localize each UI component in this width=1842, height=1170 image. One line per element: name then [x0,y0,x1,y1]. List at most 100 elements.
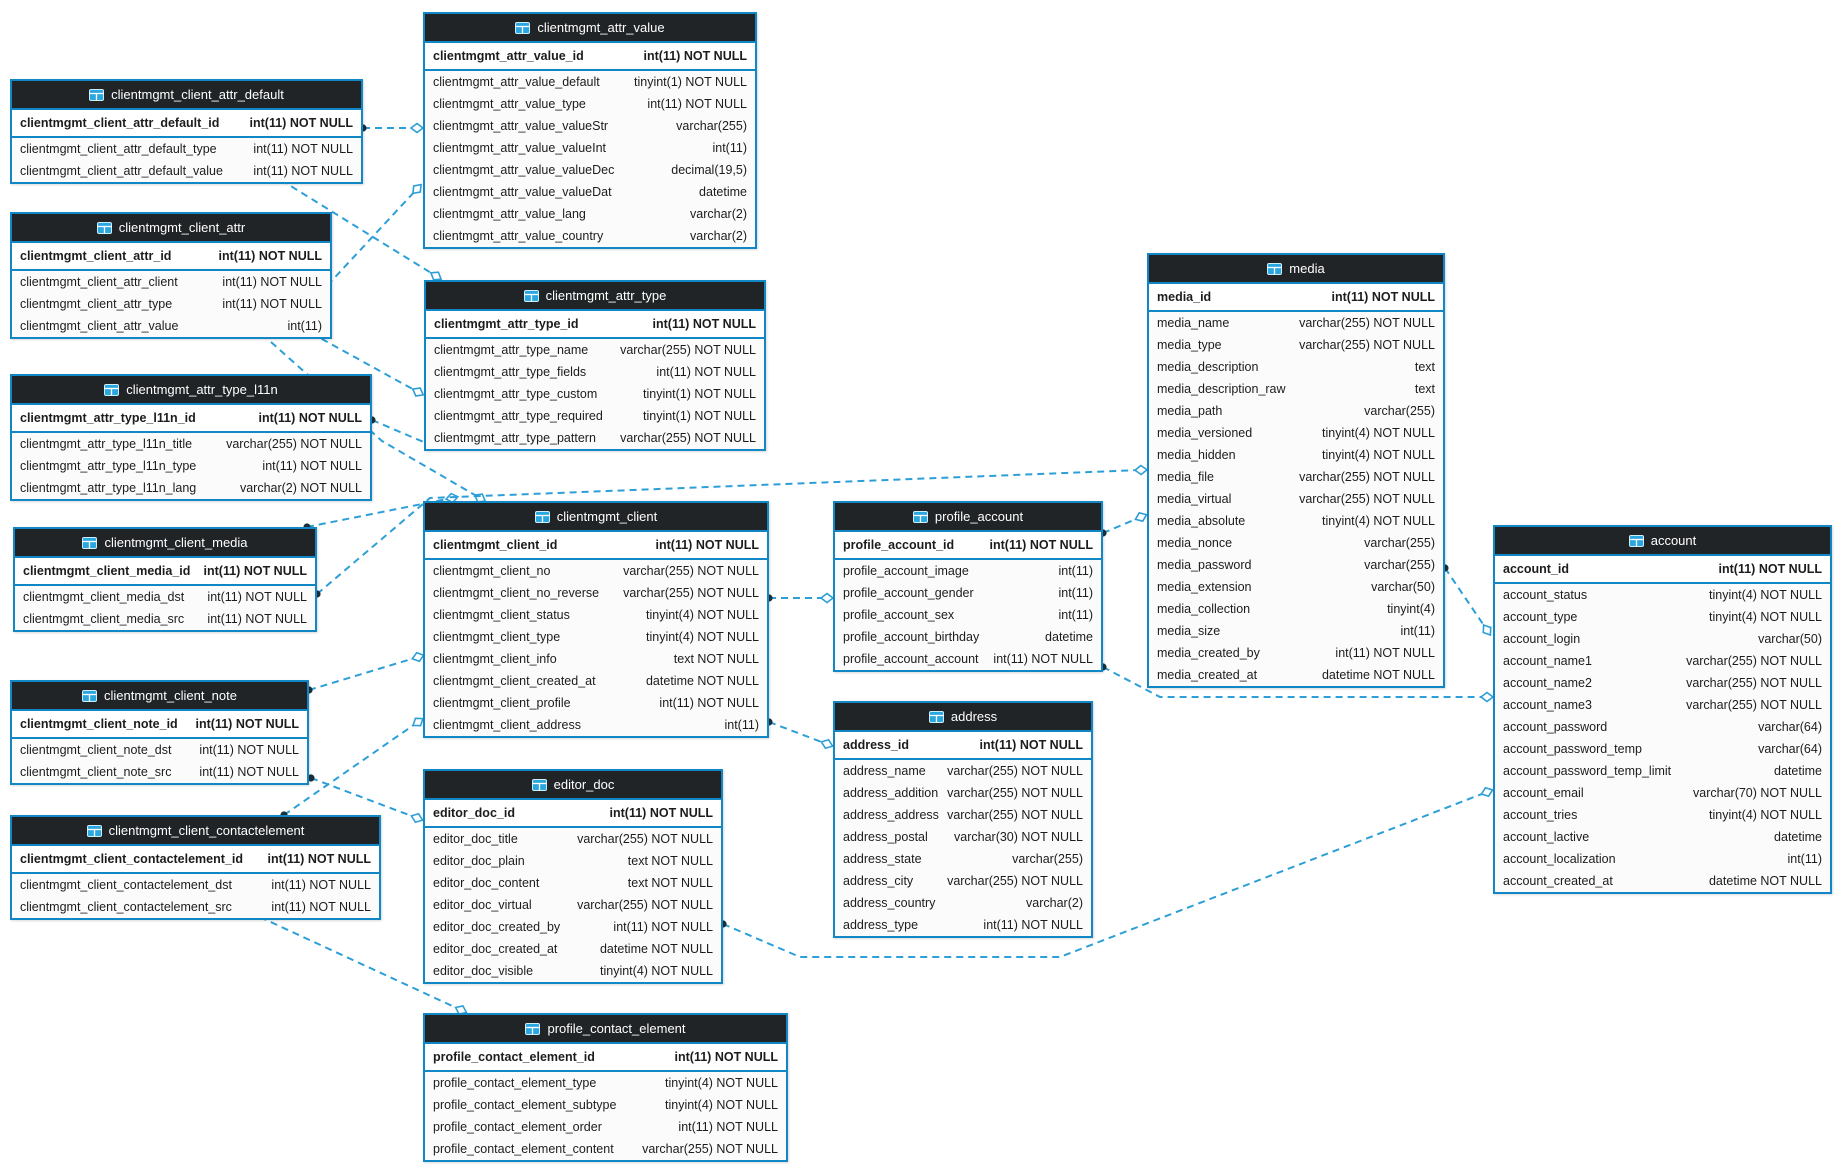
relationship-client_media-media[interactable] [313,464,1149,598]
table-header[interactable]: profile_contact_element [425,1015,786,1044]
table-header[interactable]: clientmgmt_attr_value [425,14,755,43]
table-clientmgmt_attr_value[interactable]: clientmgmt_attr_value clientmgmt_attr_val… [423,12,757,249]
table-header[interactable]: clientmgmt_attr_type_l11n [12,376,370,405]
relationship-media-account[interactable] [1441,564,1494,637]
table-header[interactable]: address [835,703,1091,732]
relationship-client-address[interactable] [765,718,834,750]
relationship-attr_default-attr_value[interactable] [359,122,425,134]
relationship-client-profile_account[interactable] [765,592,835,604]
table-header[interactable]: clientmgmt_client_attr_default [12,81,361,110]
table-header[interactable]: clientmgmt_client_contactelement [12,817,379,846]
table-header[interactable]: editor_doc [425,771,721,800]
table-header[interactable]: clientmgmt_client_note [12,682,307,711]
